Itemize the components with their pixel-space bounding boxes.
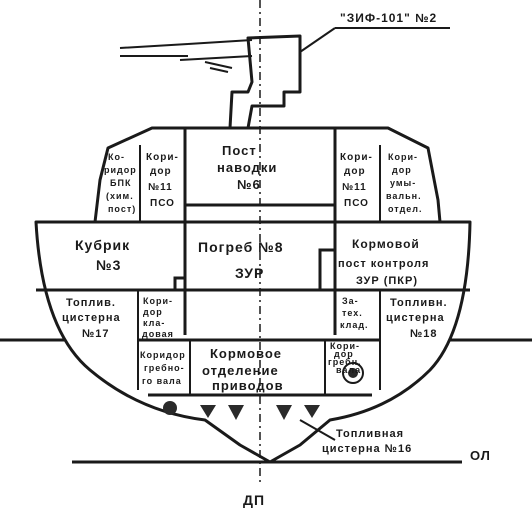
fuel16-leader: [299, 419, 336, 441]
label-fuel17-l1: Топлив.: [66, 297, 116, 309]
label-corr-shaft-l2: гребно-: [144, 363, 185, 373]
label-corr-shaft-l1: Коридор: [140, 350, 186, 360]
gun-cradle: [204, 61, 233, 69]
label-zatekh-l3: клад.: [340, 320, 369, 330]
label-corr-klad-l1: Кори-: [143, 296, 173, 306]
label-corr-bpk-l5: пост): [108, 204, 136, 214]
label-aft-post-l1: Кормовой: [352, 237, 420, 251]
label-fuel18-l3: №18: [410, 328, 438, 340]
label-corr-tunnel-l3: гребн.: [328, 357, 362, 367]
label-fuel18-l1: Топливн.: [390, 297, 448, 309]
label-zatekh-l1: За-: [342, 296, 359, 306]
gun-barrel-upper: [187, 39, 253, 45]
label-corr-umyv-l2: дор: [392, 165, 412, 175]
label-post-l1: Пост: [222, 143, 257, 158]
label-post-l3: №6: [237, 177, 261, 192]
gun-leader-line: [299, 27, 336, 53]
label-corr-bpk-l1: Ко-: [108, 152, 125, 162]
label-corr11l-l3: №11: [148, 182, 173, 193]
label-fuel17-l3: №17: [82, 328, 110, 340]
label-kubrik-l1: Кубрик: [75, 237, 130, 253]
label-gun-mount: "ЗИФ-101" №2: [340, 11, 437, 25]
label-corr-umyv-l1: Кори-: [388, 152, 418, 162]
shaft-right-dot: [348, 368, 358, 378]
label-corr11l-l4: ПСО: [150, 198, 175, 209]
label-post-l2: наводки: [217, 160, 277, 175]
label-corr-bpk-l2: ридор: [104, 165, 137, 175]
label-corr-bpk-l4: (хим.: [106, 191, 134, 201]
label-corr-bpk-l3: БПК: [110, 178, 131, 188]
label-corr-umyv-l3: умы-: [390, 178, 416, 188]
shaft-circle-right: [342, 362, 364, 384]
label-corr-umyv-l5: отдел.: [388, 204, 423, 214]
label-magazine-l1: Погреб №8: [198, 239, 284, 255]
db-cell-4: [304, 405, 320, 418]
label-aft-post-l3: ЗУР (ПКР): [356, 275, 418, 287]
label-corr-klad-l4: довая: [142, 329, 174, 339]
label-corr-shaft-l3: го вала: [142, 376, 182, 386]
gun-cradle-2: [209, 67, 229, 73]
label-corr11l-l1: Кори-: [146, 152, 179, 163]
label-corr-tunnel-l4: вала: [336, 365, 361, 375]
gun-barrel-lower: [179, 55, 253, 61]
label-kubrik-l2: №3: [96, 257, 121, 273]
label-fuel18-l2: цистерна: [386, 312, 445, 324]
label-corr-umyv-l4: вальн.: [386, 191, 422, 201]
db-cell-2: [228, 405, 244, 420]
label-drives-l1: Кормовое: [210, 346, 282, 361]
label-fuel16-l1: Топливная: [336, 428, 404, 440]
label-corr-klad-l2: дор: [143, 307, 163, 317]
kubrik-step: [173, 222, 187, 290]
label-corr11r-l4: ПСО: [344, 198, 369, 209]
gun-barrel-tip: [119, 43, 189, 57]
shaft-left-dot: [163, 401, 177, 415]
label-drives-l3: приводов: [212, 378, 284, 393]
label-zatekh-l2: тех.: [342, 308, 363, 318]
db-cell-3: [276, 405, 292, 420]
aft-post-step: [318, 222, 337, 290]
label-corr-klad-l3: кла-: [143, 318, 165, 328]
label-magazine-l2: ЗУР: [235, 265, 264, 281]
label-corr11r-l1: Кори-: [340, 152, 373, 163]
hull-outline: [34, 220, 472, 464]
label-fuel17-l2: цистерна: [62, 312, 121, 324]
label-centerline: ДП: [243, 492, 265, 508]
label-corr-tunnel-l1: Кори-: [330, 341, 360, 351]
gun-mount: [228, 34, 302, 130]
label-corr11r-l2: дор: [344, 166, 366, 177]
label-corr-tunnel-l2: дор: [334, 349, 354, 359]
label-drives-l2: отделение: [202, 363, 279, 378]
label-corr11r-l3: №11: [342, 182, 367, 193]
label-aft-post-l2: пост контроля: [338, 258, 429, 270]
db-cell-1: [200, 405, 216, 418]
label-waterline: ОЛ: [470, 448, 491, 463]
label-fuel16-l2: цистерна №16: [322, 443, 412, 455]
label-corr11l-l2: дор: [150, 166, 172, 177]
deckhouse: [93, 126, 442, 224]
